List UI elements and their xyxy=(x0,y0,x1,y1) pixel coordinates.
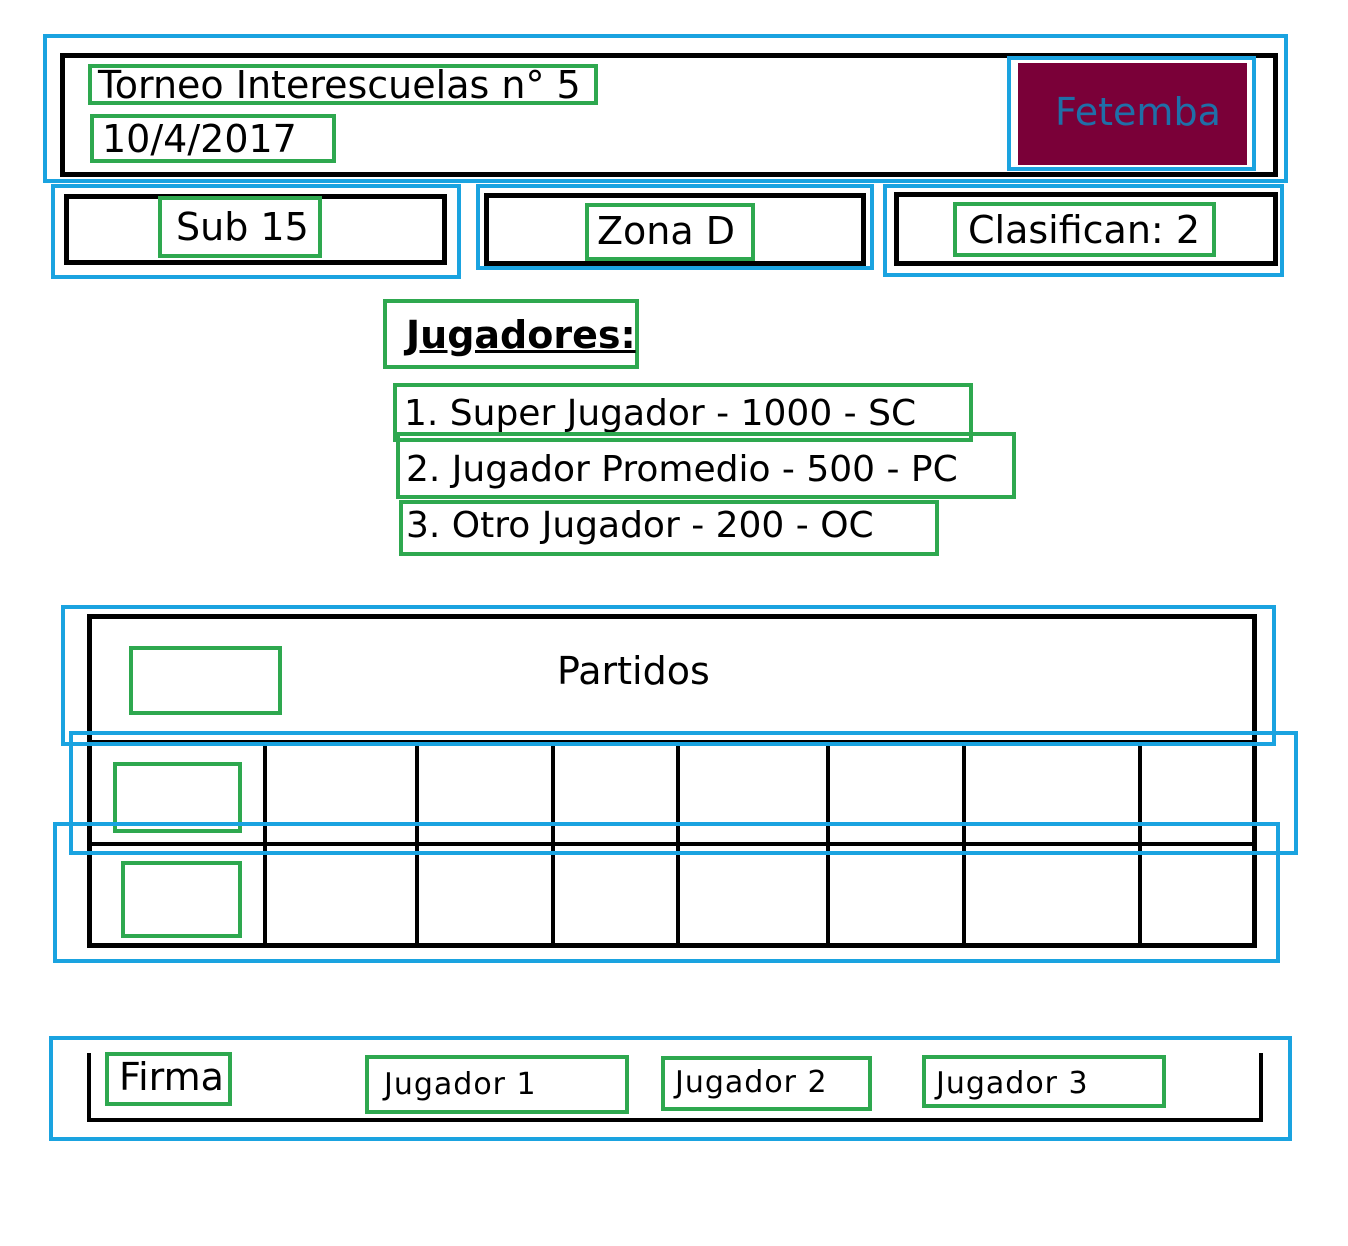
category-box xyxy=(158,196,322,258)
player-item-1: 1. Super Jugador - 1000 - SC xyxy=(404,393,917,434)
player-item-2-box xyxy=(396,432,1016,499)
zone-box xyxy=(585,203,755,261)
players-heading-box xyxy=(383,299,639,369)
qualify-container xyxy=(883,184,1284,277)
tournament-title: Torneo Interescuelas n° 5 xyxy=(98,63,581,107)
zone-frame xyxy=(484,193,866,266)
signature-player-3: Jugador 3 xyxy=(936,1066,1089,1101)
category-label: Sub 15 xyxy=(176,205,309,249)
tournament-date-box xyxy=(90,114,336,163)
header-container xyxy=(43,34,1288,183)
category-container xyxy=(51,184,461,279)
matches-row-2-container xyxy=(53,822,1280,963)
table-row-divider xyxy=(90,842,1254,846)
signatures-frame-right xyxy=(1259,1053,1263,1122)
matches-title: Partidos xyxy=(557,649,710,693)
tournament-date: 10/4/2017 xyxy=(102,117,297,161)
qualify-box xyxy=(953,202,1216,257)
signatures-frame-bottom xyxy=(87,1118,1263,1122)
matches-header-container xyxy=(61,605,1276,746)
player-item-3-box xyxy=(399,500,939,556)
matches-frame xyxy=(87,614,1257,948)
matches-row-1-placeholder xyxy=(113,762,242,833)
signature-player-1: Jugador 1 xyxy=(384,1067,537,1102)
player-item-2: 2. Jugador Promedio - 500 - PC xyxy=(406,449,958,490)
signature-player-2-box xyxy=(661,1056,872,1111)
matches-row-2-placeholder xyxy=(121,861,242,938)
federation-logo-text: Fetemba xyxy=(1055,90,1221,134)
zone-label: Zona D xyxy=(597,209,735,253)
signatures-container xyxy=(49,1036,1292,1141)
player-item-3: 3. Otro Jugador - 200 - OC xyxy=(406,505,874,546)
signature-label: Firma xyxy=(119,1055,224,1099)
matches-header-placeholder xyxy=(129,646,282,715)
players-heading: Jugadores: xyxy=(406,313,636,357)
player-item-1-box xyxy=(393,383,973,442)
matches-row-1-container xyxy=(69,731,1298,855)
qualify-frame xyxy=(894,192,1278,266)
signatures-frame-left xyxy=(87,1053,91,1122)
signature-label-box xyxy=(105,1052,232,1106)
signature-player-1-box xyxy=(365,1055,629,1114)
signature-player-3-box xyxy=(922,1055,1166,1108)
logo-container xyxy=(1007,56,1256,171)
tournament-title-box xyxy=(88,64,598,105)
zone-container xyxy=(476,184,874,270)
header-frame xyxy=(60,53,1278,177)
qualify-label: Clasifican: 2 xyxy=(968,208,1200,252)
signature-player-2: Jugador 2 xyxy=(675,1065,828,1100)
federation-logo xyxy=(1018,63,1247,165)
